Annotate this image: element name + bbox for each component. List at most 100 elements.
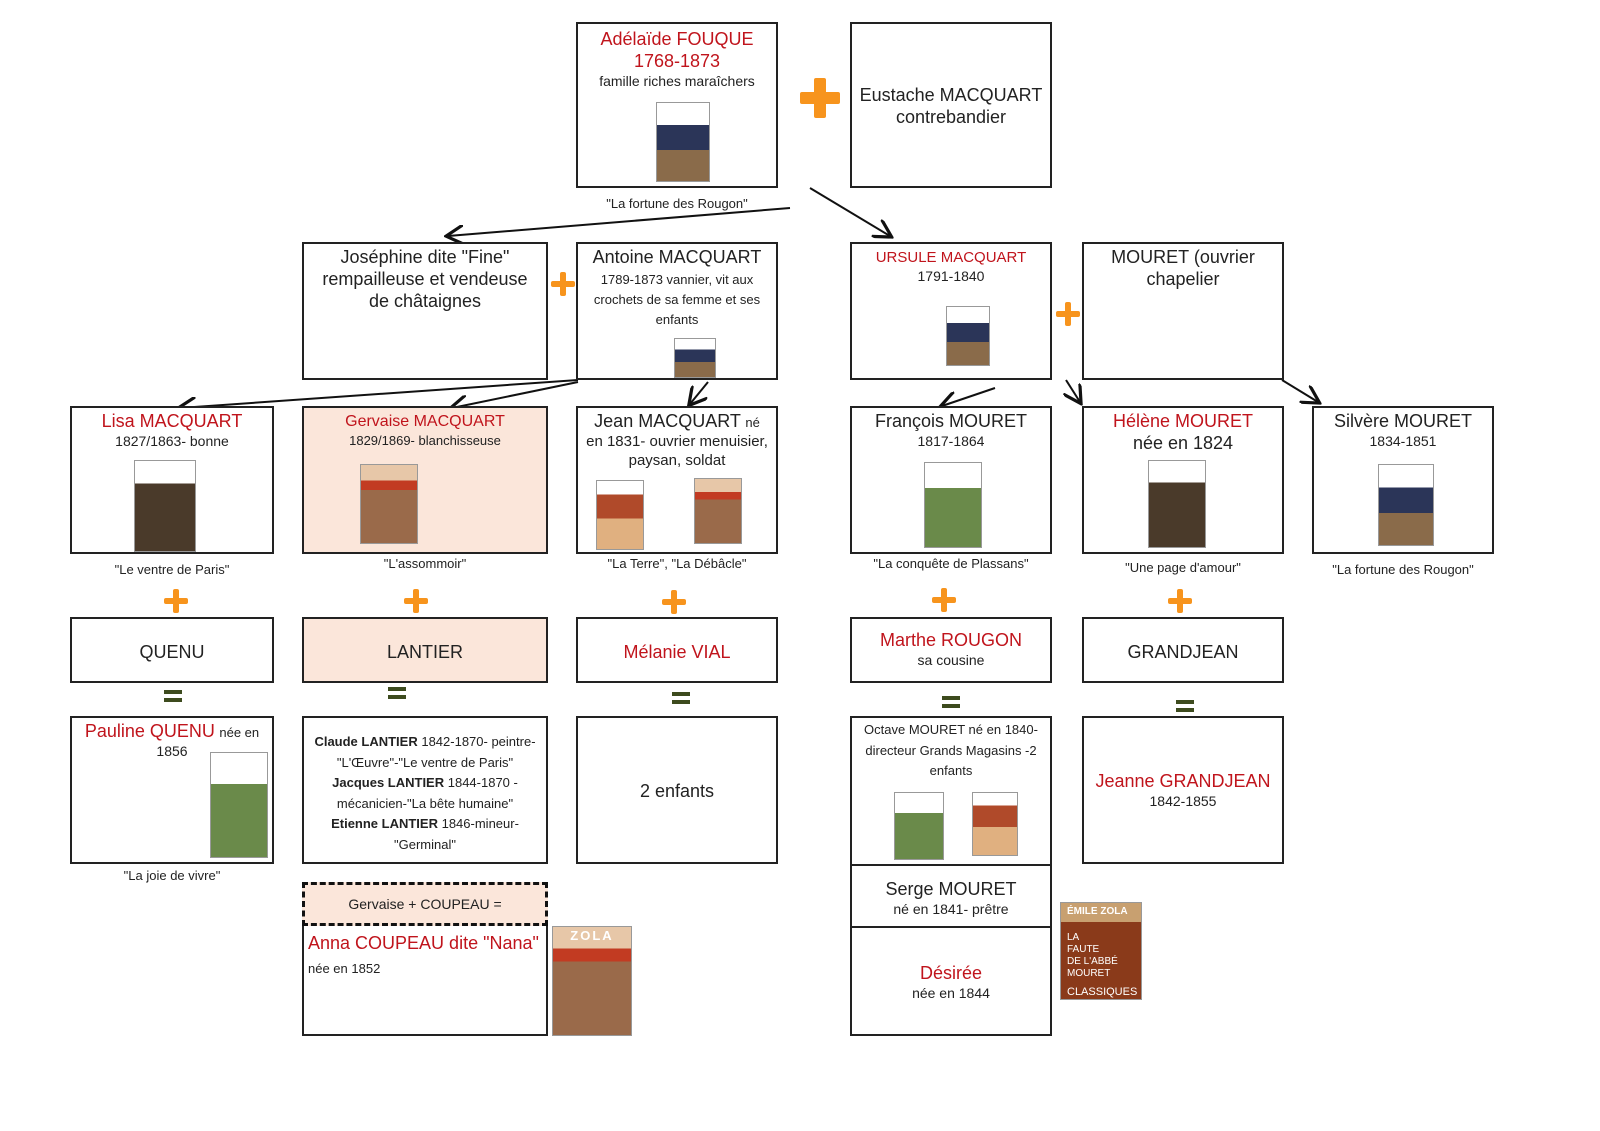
child-work: "Germinal" [304,835,546,856]
octave-mouret-box: Octave MOURET né en 1840- directeur Gran… [850,716,1052,864]
book-cover-image [972,792,1018,856]
adelaide-fouque-box: Adélaïde FOUQUE 1768-1873 famille riches… [576,22,778,188]
person-born: né [745,415,759,430]
plus-icon [1056,302,1080,326]
person-name: MOURET (ouvrier chapelier [1098,246,1268,290]
child-desc: 1842-1870- peintre- [418,734,536,749]
person-name: Serge MOURET [852,878,1050,900]
plus-icon [662,590,686,614]
spouse-desc: sa cousine [852,651,1050,670]
person-desc: née en 1824 [1084,432,1282,454]
melanie-vial-box: Mélanie VIAL [576,617,778,683]
plus-icon [1168,589,1192,613]
person-name: URSULE MACQUART [852,248,1050,267]
book-cover-image [656,102,710,182]
person-desc: 1829/1869- blanchisseuse [304,431,546,450]
person-desc: 1827/1863- bonne [72,432,272,451]
person-name: Octave MOURET [864,722,965,737]
ursule-macquart-box: URSULE MACQUART 1791-1840 [850,242,1052,380]
arrow-to-ursule [810,188,890,236]
person-dates: 1791-1840 [852,267,1050,286]
cover-label: ZOLA [553,928,631,943]
person-dates: 1842-1855 [1084,792,1282,811]
cover-title-line: FAUTE [1067,944,1141,956]
antoine-macquart-box: Antoine MACQUART 1789-1873 vannier, vit … [576,242,778,380]
caption-joie-vivre: "La joie de vivre" [70,868,274,883]
vial-children-box: 2 enfants [576,716,778,864]
caption-assommoir: "L'assommoir" [302,556,548,571]
caption-fortune-rougon: "La fortune des Rougon" [1312,562,1494,577]
book-cover-image [674,338,716,378]
plus-icon [404,589,428,613]
josephine-fine-box: Joséphine dite "Fine" rempailleuse et ve… [302,242,548,380]
person-name: Antoine MACQUART [578,246,776,268]
gervaise-macquart-box: Gervaise MACQUART 1829/1869- blanchisseu… [302,406,548,554]
caption-ventre-paris: "Le ventre de Paris" [70,562,274,577]
book-cover-image [1148,460,1206,548]
marthe-rougon-box: Marthe ROUGON sa cousine [850,617,1052,683]
eustache-macquart-box: Eustache MACQUART contrebandier [850,22,1052,188]
spouse-name: Mélanie VIAL [578,641,776,663]
person-desc: né en 1841- prêtre [852,900,1050,919]
book-cover-image [210,752,268,858]
book-cover-image [596,480,644,550]
plus-icon [551,272,575,296]
book-cover-image [946,306,990,366]
person-name: Eustache MACQUART [852,84,1050,106]
person-desc: contrebandier [852,106,1050,128]
person-desc: Octave MOURET né en 1840- directeur Gran… [854,720,1048,782]
person-name: Jean MACQUART [594,411,741,431]
faute-abbe-mouret-cover: ÉMILE ZOLA LA FAUTE DE L'ABBÉ MOURET CLA… [1060,902,1142,1000]
person-desc: née en 1852 [308,961,380,976]
plus-icon [800,78,840,118]
spouse-name: QUENU [72,641,272,663]
pauline-quenu-box: Pauline QUENU née en 1856 [70,716,274,864]
person-dates: 1817-1864 [852,432,1050,451]
equals-icon [942,696,960,708]
serge-mouret-box: Serge MOURET né en 1841- prêtre [850,864,1052,928]
caption-fortune-rougon: "La fortune des Rougon" [576,196,778,211]
mouret-chapelier-box: MOURET (ouvrier chapelier [1082,242,1284,380]
desiree-box: Désirée née en 1844 [850,926,1052,1036]
grandjean-box: GRANDJEAN [1082,617,1284,683]
person-dates: 1834-1851 [1314,432,1492,451]
person-name: François MOURET [852,410,1050,432]
person-name: Hélène MOURET [1084,410,1282,432]
child-name: Claude LANTIER [314,734,417,749]
book-cover-image [134,460,196,552]
francois-mouret-box: François MOURET 1817-1864 [850,406,1052,554]
cover-title-line: MOURET [1067,968,1141,980]
arrow-to-helene [1066,380,1080,402]
person-name: Jeanne GRANDJEAN [1084,770,1282,792]
children-count: 2 enfants [578,780,776,802]
silvere-mouret-box: Silvère MOURET 1834-1851 [1312,406,1494,554]
nana-coupeau-box: Anna COUPEAU dite "Nana" née en 1852 [302,926,548,1036]
person-name: Silvère MOURET [1314,410,1492,432]
child-name: Etienne LANTIER [331,816,438,831]
header-text: Gervaise + COUPEAU = [305,896,545,912]
cover-author: ÉMILE ZOLA [1067,906,1141,918]
jeanne-grandjean-box: Jeanne GRANDJEAN 1842-1855 [1082,716,1284,864]
child-work: mécanicien-"La bête humaine" [304,794,546,815]
caption-page-amour: "Une page d'amour" [1082,560,1284,575]
nana-book-cover: ZOLA [552,926,632,1036]
equals-icon [672,692,690,704]
book-cover-image [1378,464,1434,546]
person-desc: 1789-1873 vannier, vit aux crochets de s… [584,270,770,330]
cover-title-line: LA [1067,932,1141,944]
child-name: Jacques LANTIER [332,775,444,790]
cover-title-line: DE L'ABBÉ [1067,956,1141,968]
book-cover-image [360,464,418,544]
spouse-name: Marthe ROUGON [852,629,1050,651]
lantier-box: LANTIER [302,617,548,683]
jean-macquart-box: Jean MACQUART né en 1831- ouvrier menuis… [576,406,778,554]
child-work: "L'Œuvre"-"Le ventre de Paris" [304,753,546,774]
plus-icon [164,589,188,613]
quenu-box: QUENU [70,617,274,683]
arrow-to-antoine [448,208,790,236]
person-name: Anna COUPEAU dite "Nana" [308,933,539,953]
person-name: Lisa MACQUART [72,410,272,432]
book-cover-image [694,478,742,544]
equals-icon [1176,700,1194,712]
arrow-to-gervaise [452,382,578,408]
